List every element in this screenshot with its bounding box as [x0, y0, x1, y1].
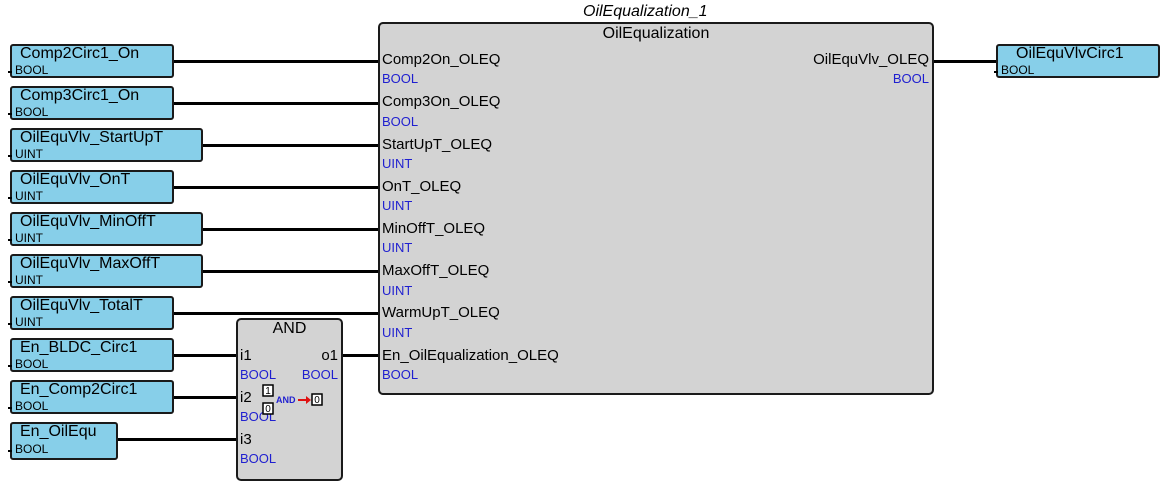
block-type-name: OilEqualization	[602, 25, 710, 42]
input-variable[interactable]: Comp2Circ1_On BOOL	[8, 44, 174, 78]
oil-equalization-block[interactable]: OilEqualization Comp2On_OLEQ BOOL Comp3O…	[378, 22, 934, 395]
variable-pin	[8, 197, 12, 199]
input-pin-type: UINT	[382, 283, 413, 298]
and-input-pin-label: i3	[240, 431, 252, 448]
variable-pin	[8, 365, 12, 367]
input-variable[interactable]: OilEquVlv_TotalT UINT	[8, 296, 174, 330]
variable-type: BOOL	[15, 357, 49, 371]
input-variable[interactable]: OilEquVlv_MinOffT UINT	[8, 212, 203, 246]
and-output-pin-label: o1	[321, 347, 338, 364]
variable-type: UINT	[15, 147, 43, 161]
output-pin-label: OilEquVlv_OLEQ	[813, 51, 929, 68]
input-variable[interactable]: OilEquVlv_OnT UINT	[8, 170, 174, 204]
wire-minofft	[202, 228, 380, 231]
input-pin-label: MinOffT_OLEQ	[382, 220, 486, 237]
variable-name: Comp2Circ1_On	[20, 45, 140, 62]
variable-type: UINT	[15, 231, 43, 245]
and-input-pin-type: BOOL	[240, 451, 277, 466]
variable-pin	[8, 113, 12, 115]
input-pin-label: En_OilEqualization_OLEQ	[382, 347, 559, 364]
variable-pin	[994, 71, 998, 73]
input-pin-label: OnT_OLEQ	[382, 178, 462, 195]
input-variable[interactable]: En_Comp2Circ1 BOOL	[8, 380, 174, 414]
and-logic-icon: 1 0 AND 0	[262, 384, 323, 415]
variable-name: OilEquVlv_MinOffT	[20, 213, 156, 230]
wire-comp2circ1-on	[173, 60, 380, 63]
variable-type: BOOL	[15, 399, 49, 413]
and-output-pin-type: BOOL	[301, 367, 338, 382]
and-icon-op: AND	[276, 395, 296, 405]
wire-en-comp2	[173, 396, 238, 399]
input-pin-label: Comp2On_OLEQ	[382, 51, 501, 68]
wire-output	[932, 60, 998, 63]
input-pin-type: UINT	[382, 156, 413, 171]
variable-type: UINT	[15, 315, 43, 329]
input-variable[interactable]: OilEquVlv_StartUpT UINT	[8, 128, 203, 162]
input-variable[interactable]: OilEquVlv_MaxOffT UINT	[8, 254, 203, 288]
input-pin-label: MaxOffT_OLEQ	[382, 262, 490, 279]
variable-pin	[8, 450, 12, 452]
variable-name: En_OilEqu	[20, 423, 97, 440]
variable-type: BOOL	[15, 105, 49, 119]
and-input-pin-label: i1	[240, 347, 252, 364]
and-input-pin-label: i2	[240, 389, 252, 406]
input-pin-type: BOOL	[382, 114, 419, 129]
variable-type: BOOL	[15, 63, 49, 77]
input-pin-label: Comp3On_OLEQ	[382, 93, 501, 110]
wire-comp3circ1-on	[173, 102, 380, 105]
input-pin-label: WarmUpT_OLEQ	[382, 304, 500, 321]
variable-name: OilEquVlv_TotalT	[20, 297, 143, 314]
wire-and-out	[342, 354, 380, 357]
variable-pin	[8, 155, 12, 157]
wire-ont	[173, 186, 380, 189]
variable-pin	[8, 281, 12, 283]
wire-en-bldc	[173, 354, 238, 357]
variable-type: BOOL	[15, 442, 49, 456]
variable-pin	[8, 71, 12, 73]
input-pin-type: BOOL	[382, 71, 419, 86]
wire-totalt	[173, 312, 380, 315]
and-icon-in-bottom: 0	[265, 404, 271, 415]
variable-name: En_BLDC_Circ1	[20, 339, 138, 356]
and-icon-in-top: 1	[265, 386, 271, 397]
output-pin-type: BOOL	[892, 71, 929, 86]
input-variable[interactable]: En_OilEqu BOOL	[8, 422, 118, 460]
wire-startupt	[202, 144, 380, 147]
and-input-pin-type: BOOL	[240, 367, 277, 382]
input-variable[interactable]: Comp3Circ1_On BOOL	[8, 86, 174, 120]
input-variable[interactable]: En_BLDC_Circ1 BOOL	[8, 338, 174, 372]
and-block[interactable]: AND i1 BOOL i2 BOOL i3 BOOL o1 BOOL 1 0 …	[236, 318, 343, 481]
variable-name: OilEquVlvCirc1	[1016, 45, 1124, 62]
variable-name: OilEquVlv_MaxOffT	[20, 255, 161, 272]
and-block-title: AND	[272, 320, 307, 337]
input-pin-type: UINT	[382, 240, 413, 255]
variable-pin	[8, 407, 12, 409]
and-icon-out: 0	[314, 395, 320, 406]
output-variable[interactable]: OilEquVlvCirc1 BOOL	[994, 44, 1160, 78]
variable-name: Comp3Circ1_On	[20, 87, 140, 104]
variable-pin	[8, 239, 12, 241]
variable-name: OilEquVlv_StartUpT	[20, 129, 164, 146]
input-pin-type: UINT	[382, 198, 413, 213]
wire-en-oilequ	[117, 438, 238, 441]
variable-pin	[8, 323, 12, 325]
input-pin-type: UINT	[382, 325, 413, 340]
variable-type: UINT	[15, 273, 43, 287]
variable-type: UINT	[15, 189, 43, 203]
block-instance-name: OilEqualization_1	[583, 3, 708, 20]
variable-type: BOOL	[1001, 63, 1035, 77]
input-pin-label: StartUpT_OLEQ	[382, 136, 493, 153]
input-pin-type: BOOL	[382, 367, 419, 382]
variable-name: OilEquVlv_OnT	[20, 171, 131, 188]
variable-name: En_Comp2Circ1	[20, 381, 138, 398]
wire-maxofft	[202, 270, 380, 273]
